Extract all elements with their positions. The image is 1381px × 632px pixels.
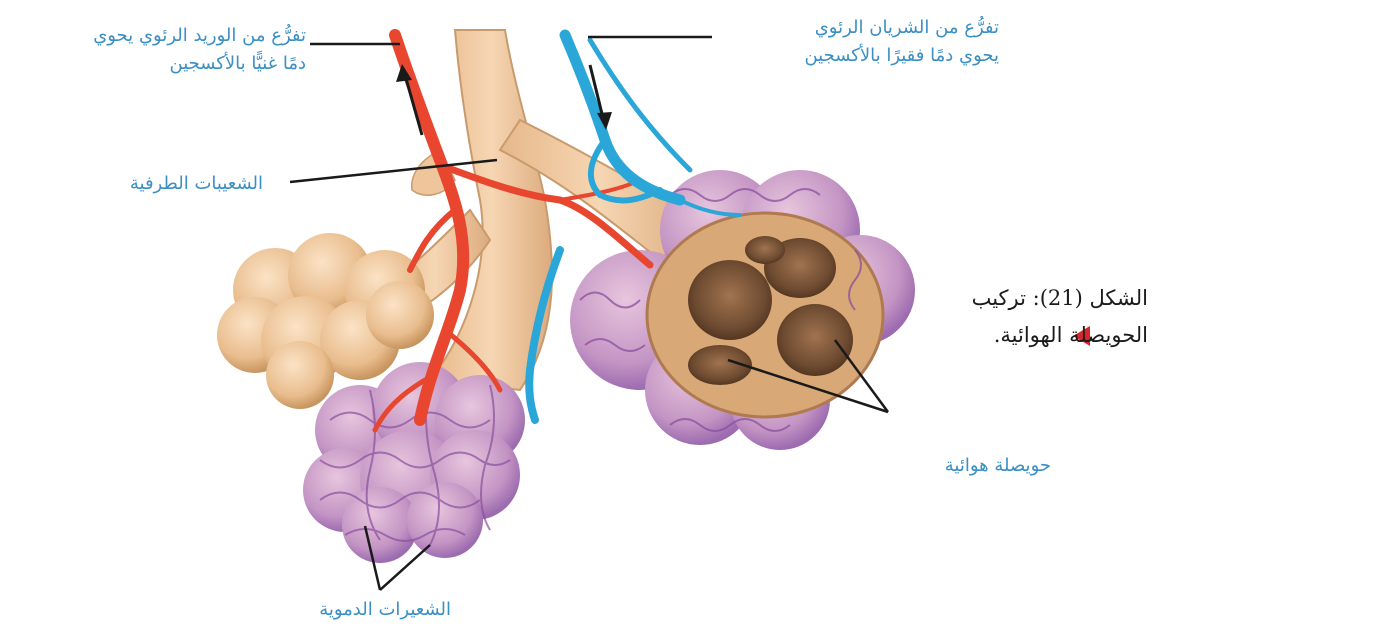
artery-branch-label-line1: تفرُّع من الشريان الرئوي (804, 14, 999, 42)
capillary-covered-alveoli (303, 362, 525, 563)
artery-branch-label: تفرُّع من الشريان الرئوي يحوي دمًا فقيرً… (804, 14, 999, 70)
vein-branch-label: تفرُّع من الوريد الرئوي يحوي دمًا غنيًّا… (93, 22, 306, 78)
figure-caption-line1: الشكل (21): تركيب (972, 280, 1148, 317)
terminal-bronchioles-label: الشعيبات الطرفية (130, 170, 263, 198)
figure-caption: الشكل (21): تركيب الحويصلة الهوائية. (972, 280, 1148, 354)
air-sac-cavity (745, 236, 785, 264)
vein-branch-label-line2: دمًا غنيًّا بالأكسجين (93, 50, 306, 78)
air-sac-cavity (777, 304, 853, 376)
capillaries-label: الشعيرات الدموية (319, 596, 451, 624)
figure-caption-line2: الحويصلة الهوائية. (972, 317, 1148, 354)
artery-branch-label-line2: يحوي دمًا فقيرًا بالأكسجين (804, 42, 999, 70)
air-sac-cavity (688, 260, 772, 340)
vein-branch-label-line1: تفرُّع من الوريد الرئوي يحوي (93, 22, 306, 50)
air-sac-label: حويصلة هوائية (945, 452, 1051, 480)
